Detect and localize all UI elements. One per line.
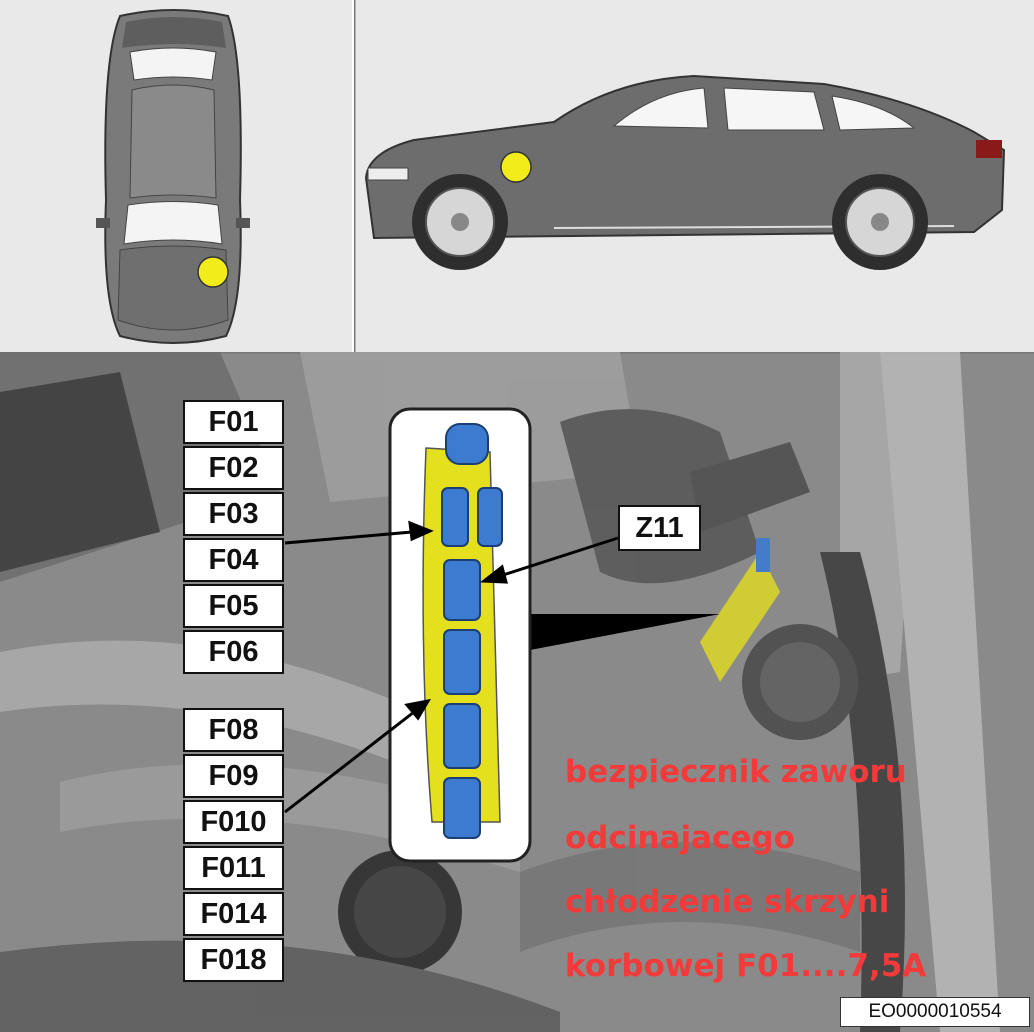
fuse-box-inset [388, 407, 532, 863]
image-code: EO0000010554 [840, 997, 1030, 1027]
fuse-label: F05 [183, 584, 284, 628]
fuse-label: F03 [183, 492, 284, 536]
fuse-label: F018 [183, 938, 284, 982]
note-line: odcinajacego [565, 820, 795, 856]
fuse-connectors [441, 423, 503, 839]
fuse-label: F06 [183, 630, 284, 674]
car-side-view-panel [354, 0, 1034, 352]
leader-lines [284, 520, 619, 814]
fuse-label: F010 [183, 800, 284, 844]
fuse-label: F02 [183, 446, 284, 490]
note-line: korbowej F01....7,5A [565, 948, 927, 984]
fuse-label: F014 [183, 892, 284, 936]
connector-label-z11: Z11 [618, 505, 701, 551]
fuse-label: F09 [183, 754, 284, 798]
fuse-label: F01 [183, 400, 284, 444]
fuse-label: F011 [183, 846, 284, 890]
location-marker-top [197, 256, 229, 288]
note-line: bezpiecznik zaworu [565, 754, 907, 790]
car-side-view [364, 74, 1006, 270]
location-marker-side [500, 151, 532, 183]
car-top-view-panel [0, 0, 352, 352]
engine-bay-panel [0, 352, 1034, 1032]
note-line: chłodzenie skrzyni [565, 884, 890, 920]
inset-pointer-wedge [530, 614, 720, 650]
car-top-view [96, 9, 250, 344]
fuse-label: F04 [183, 538, 284, 582]
fuse-label: F08 [183, 708, 284, 752]
